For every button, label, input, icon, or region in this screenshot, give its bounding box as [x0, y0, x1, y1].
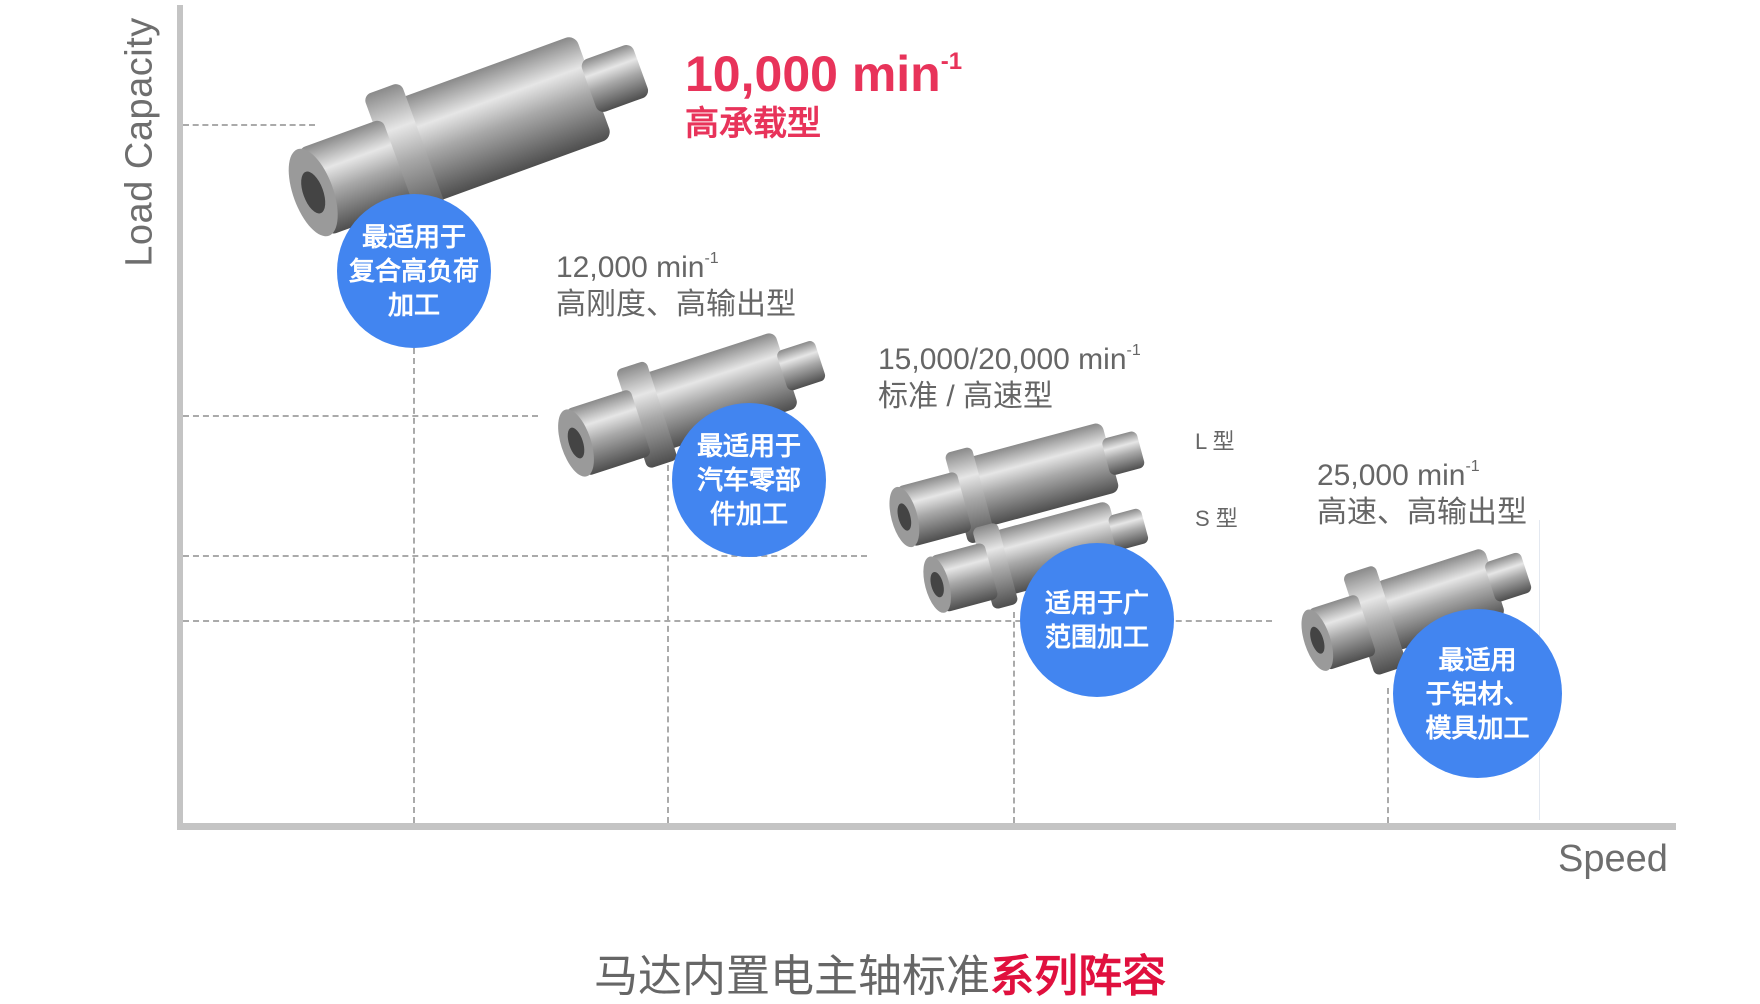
guide-h-15000: [183, 555, 867, 557]
badge-25000-application: 最适用 于铝材、 模具加工: [1393, 609, 1562, 778]
model-10000-type: 高承载型: [685, 105, 821, 143]
y-axis: [177, 5, 183, 830]
guide-v-10000: [413, 348, 415, 823]
spindle-l-type-image: [889, 423, 1145, 548]
guide-h-12000: [183, 415, 538, 417]
badge-12000-application: 最适用于 汽车零部 件加工: [672, 403, 826, 557]
spindle-10000-image: [288, 37, 649, 237]
model-25000-speed: 25,000 min: [1317, 459, 1466, 492]
model-15000-speed: 15,000/20,000 min: [878, 343, 1127, 376]
guide-v-15000: [1013, 612, 1015, 823]
variant-l-type: L 型: [1195, 429, 1235, 454]
guide-v-12000: [667, 465, 669, 823]
x-axis: [177, 823, 1676, 830]
model-25000-type: 高速、高输出型: [1317, 496, 1527, 529]
badge-10000-application: 最适用于 复合高负荷 加工: [337, 194, 491, 348]
model-15000-type: 标准 / 高速型: [878, 380, 1054, 413]
badge-15000-application: 适用于广 范围加工: [1020, 543, 1174, 697]
model-10000-speed: 10,000 min: [685, 46, 941, 102]
model-12000-speed: 12,000 min: [556, 251, 705, 284]
model-25000-label: 25,000 min-1 高速、高输出型: [1317, 458, 1527, 529]
diagram-title: 马达内置电主轴标准系列阵容: [0, 940, 1760, 1004]
model-12000-label: 12,000 min-1 高刚度、高输出型: [556, 250, 796, 321]
title-plain: 马达内置电主轴标准: [594, 952, 990, 1001]
y-axis-label: Load Capacity: [118, 17, 161, 267]
x-axis-label: Speed: [1558, 838, 1668, 880]
guide-h-10000: [183, 124, 315, 126]
model-12000-type: 高刚度、高输出型: [556, 288, 796, 321]
model-10000-label: 10,000 min-1 高承载型: [685, 34, 962, 146]
variant-s-type: S 型: [1195, 506, 1238, 531]
guide-h-25000: [183, 620, 1272, 622]
model-15000-label: 15,000/20,000 min-1 标准 / 高速型: [878, 342, 1141, 413]
title-highlight: 系列阵容: [990, 952, 1166, 1001]
guide-v-25000: [1387, 688, 1389, 823]
spindle-12000-image: [558, 333, 826, 477]
